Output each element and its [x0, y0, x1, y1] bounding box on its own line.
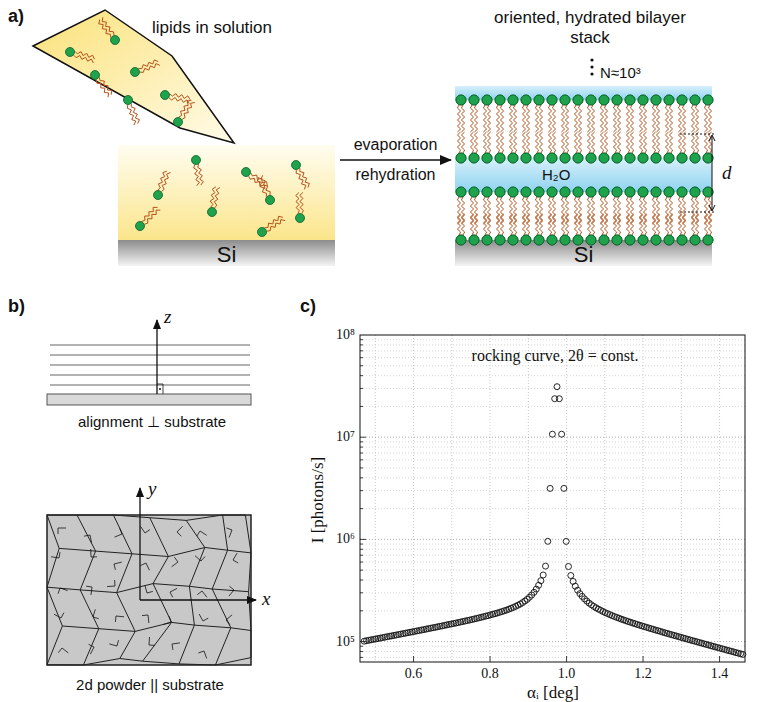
annotation: 2d powder || substrate [76, 676, 224, 693]
substrate-label: Si [217, 242, 237, 267]
axis-tick: 10⁶ [336, 531, 355, 547]
axis-tick: 10⁸ [336, 327, 355, 343]
panel-letter: a) [8, 6, 24, 27]
axis-tick: 0.8 [481, 666, 499, 682]
layer-lines [50, 345, 250, 385]
annotation: N≈10³ [600, 64, 641, 81]
d-marker [680, 212, 716, 213]
d-arrow [712, 136, 713, 210]
axis-tick: 1.0 [558, 666, 576, 682]
axis-tick: 10⁵ [336, 634, 355, 650]
annotation: d [722, 162, 732, 184]
axis-tick: 10⁷ [336, 429, 355, 445]
y-axis [139, 488, 140, 600]
annotation: z [164, 306, 171, 328]
d-marker [680, 134, 716, 135]
panel-letter: b) [8, 296, 25, 317]
annotation: H₂O [542, 166, 570, 183]
annotation: rocking curve, 2θ = const. [472, 347, 639, 365]
sample-box: Si [455, 86, 712, 269]
annotation: x [262, 588, 270, 610]
x-axis [140, 599, 256, 600]
plot-frame [360, 335, 745, 662]
axis-tick: 0.6 [405, 666, 423, 682]
annotation: I [photons/s] [308, 457, 328, 543]
water-layer [455, 158, 712, 192]
annotation: alignment ⊥ substrate [78, 413, 226, 430]
lipid-solution [118, 145, 335, 241]
substrate-label: Si [574, 242, 594, 267]
z-axis [156, 320, 157, 394]
sample-box: Si [118, 145, 335, 269]
panel-letter: c) [300, 296, 316, 317]
plot-grid [360, 335, 745, 662]
annotation: lipids in solution [152, 18, 272, 38]
annotation: y [148, 478, 156, 500]
arrow-label: evaporation rehydration [344, 130, 448, 190]
annotation: oriented, hydrated bilayer stack [475, 8, 705, 47]
process-arrow [340, 159, 451, 161]
axis-tick: 1.4 [711, 666, 729, 682]
substrate [47, 394, 251, 405]
lipid-molecules [66, 17, 714, 245]
axis-tick: 1.2 [634, 666, 652, 682]
annotation: αᵢ [deg] [527, 683, 579, 702]
data-points [361, 384, 746, 658]
powder-domains [47, 515, 251, 665]
